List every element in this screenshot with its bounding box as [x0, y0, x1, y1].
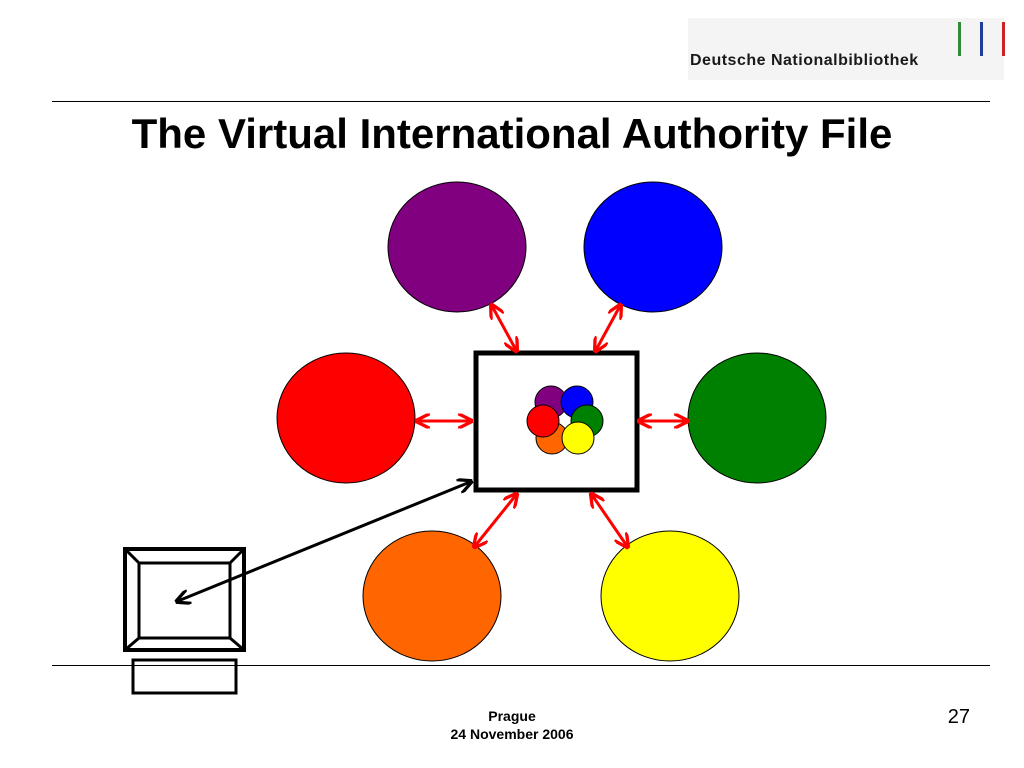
page-number: 27	[947, 706, 970, 728]
footer-location: Prague	[488, 708, 536, 724]
arrow-purple-hub	[492, 306, 516, 350]
logo-bars-icon	[958, 22, 1005, 56]
logo-area	[688, 18, 1004, 80]
computer-terminal-icon	[123, 547, 246, 695]
library-node-blue	[583, 181, 723, 313]
top-divider	[52, 101, 990, 102]
arrow-orange-hub	[475, 495, 516, 546]
arrow-blue-hub	[596, 306, 620, 350]
footer: Prague 24 November 2006	[412, 707, 612, 743]
organization-name: Deutsche Nationalbibliothek	[690, 52, 919, 69]
footer-date: 24 November 2006	[450, 726, 574, 742]
viaf-cluster-icon	[526, 385, 604, 455]
library-node-purple	[387, 181, 527, 313]
arrow-yellow-hub	[592, 495, 627, 546]
library-node-yellow	[600, 530, 740, 662]
slide-title: The Virtual International Authority File	[131, 110, 893, 157]
library-node-red	[276, 352, 416, 484]
library-node-orange	[362, 530, 502, 662]
library-node-green	[687, 352, 827, 484]
arrow-terminal-hub	[178, 482, 470, 601]
bottom-divider	[52, 665, 990, 666]
